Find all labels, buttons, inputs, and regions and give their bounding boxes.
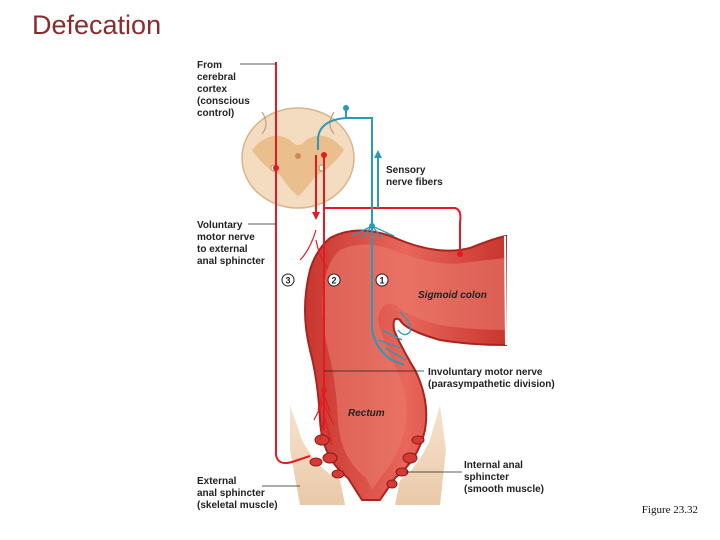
svg-text:motor nerve: motor nerve [197, 232, 255, 243]
label-external-sphincter: External anal sphincter (skeletal muscle… [197, 476, 278, 511]
label-cortex: From cerebral cortex (conscious control) [197, 60, 250, 119]
step-2-marker [327, 273, 341, 287]
svg-text:Involuntary motor nerve: Involuntary motor nerve [428, 367, 543, 378]
leader-lines [240, 63, 462, 487]
label-rectum: Rectum [348, 408, 385, 419]
spinal-cord [241, 107, 355, 209]
svg-text:(smooth muscle): (smooth muscle) [464, 484, 544, 495]
motor-to-sigmoid [323, 155, 462, 255]
svg-text:anal sphincter: anal sphincter [197, 488, 265, 499]
svg-text:anal sphincter: anal sphincter [197, 256, 265, 267]
motor-nerve-nodes [273, 152, 463, 393]
svg-text:Sensory: Sensory [386, 165, 426, 176]
svg-text:From: From [197, 60, 222, 71]
step-2-number: 2 [331, 276, 336, 286]
step-1-marker [375, 273, 389, 287]
svg-text:Internal anal: Internal anal [464, 460, 523, 471]
colon-rectum [304, 229, 507, 501]
step-1-number: 1 [379, 276, 384, 286]
label-voluntary-motor-nerve: Voluntary motor nerve to external anal s… [197, 220, 265, 267]
svg-text:(conscious: (conscious [197, 96, 250, 107]
svg-text:Voluntary: Voluntary [197, 220, 243, 231]
svg-text:(skeletal muscle): (skeletal muscle) [197, 500, 278, 511]
svg-text:cortex: cortex [197, 84, 227, 95]
sensory-to-cord [345, 108, 373, 226]
sensory-trunk [371, 226, 405, 366]
sensory-nerve-pathways [317, 108, 411, 366]
svg-text:sphincter: sphincter [464, 472, 509, 483]
sensory-entry [317, 117, 347, 150]
figure-caption: Figure 23.32 [641, 504, 698, 516]
step-markers: 3 2 1 [281, 273, 389, 287]
sensory-nerve-nodes [343, 105, 382, 229]
svg-text:cerebral: cerebral [197, 72, 236, 83]
down-arrow-icon [312, 212, 320, 220]
label-internal-sphincter: Internal anal sphincter (smooth muscle) [464, 460, 544, 495]
step-3-number: 3 [285, 276, 290, 286]
svg-text:to external: to external [197, 244, 248, 255]
sphincter-muscles [309, 434, 425, 489]
label-sigmoid-colon: Sigmoid colon [418, 290, 487, 301]
step-3-marker [281, 273, 295, 287]
label-involuntary-motor-nerve: Involuntary motor nerve (parasympathetic… [428, 367, 555, 390]
pelvic-tissue [290, 405, 446, 505]
page-title: Defecation [32, 10, 162, 40]
svg-text:External: External [197, 476, 237, 487]
svg-text:nerve fibers: nerve fibers [386, 177, 443, 188]
svg-text:(parasympathetic division): (parasympathetic division) [428, 379, 555, 390]
voluntary-motor-pathway [275, 62, 311, 465]
up-arrow-icon [374, 150, 382, 158]
colon-lumen [322, 244, 506, 490]
label-sensory-fibers: Sensory nerve fibers [386, 165, 443, 188]
svg-text:control): control) [197, 108, 234, 119]
